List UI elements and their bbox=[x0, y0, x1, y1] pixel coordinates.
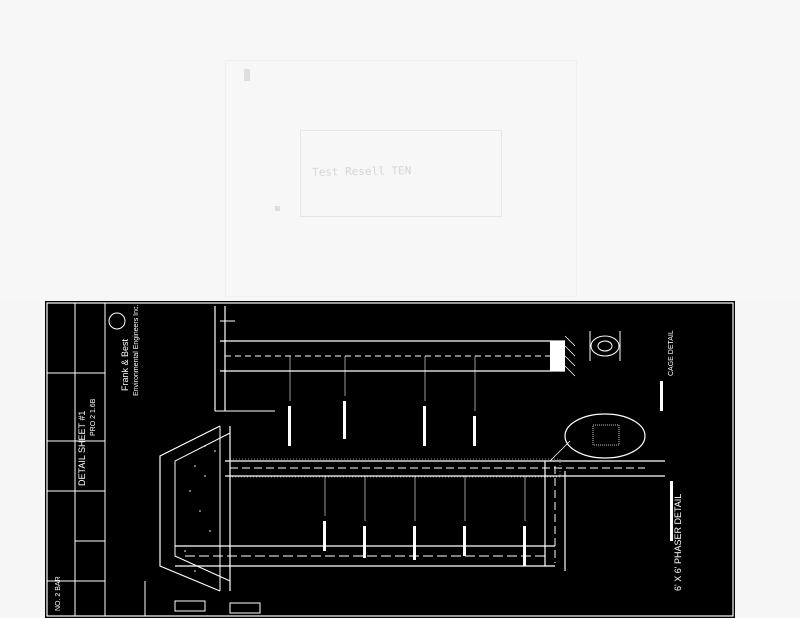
faint-bleed-through-box bbox=[300, 130, 502, 217]
faint-mark bbox=[244, 69, 250, 81]
faint-bleed-through-frame bbox=[225, 60, 577, 297]
small-note: NO. 2 BAR bbox=[55, 576, 62, 611]
cage-detail-label: CAGE DETAIL bbox=[668, 330, 675, 376]
faint-bleed-through-text: Test Resell TEN bbox=[311, 164, 412, 179]
faint-mark bbox=[275, 206, 280, 211]
engineering-drawing-sheet: Frank & Best Environmental Engineers Inc… bbox=[45, 301, 735, 618]
company-name: Frank & Best bbox=[120, 338, 130, 391]
sheet-title: DETAIL SHEET #1 bbox=[77, 410, 87, 486]
sheet-code: PRO 2 1.6B bbox=[90, 398, 97, 436]
blank-scan-area bbox=[0, 0, 800, 300]
drawing-linework bbox=[46, 302, 734, 617]
drawing-title: 6' X 6' PHASER DETAIL bbox=[673, 493, 683, 591]
company-subtitle: Environmental Engineers Inc. bbox=[133, 304, 140, 396]
